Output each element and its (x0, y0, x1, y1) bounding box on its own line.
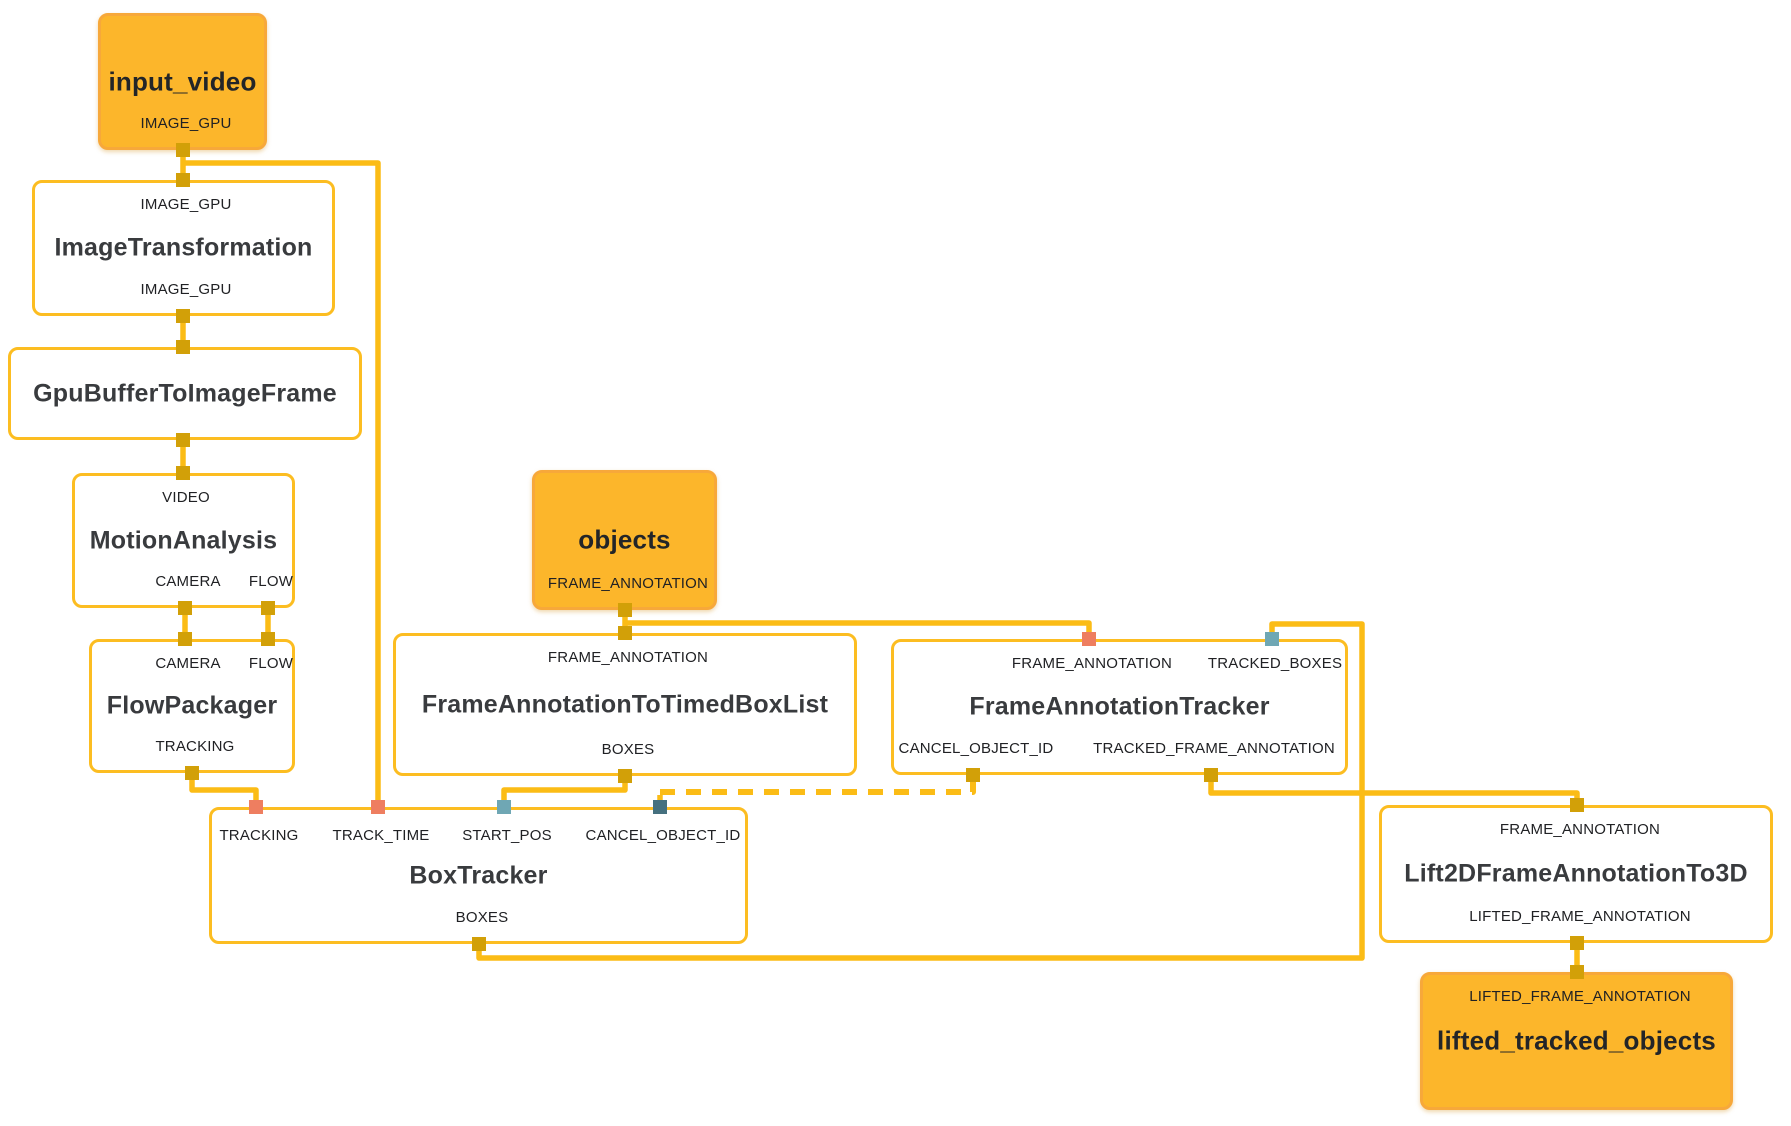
node-title: FlowPackager (106, 691, 278, 720)
port-label-lifted-frame-annotation-out: LIFTED_FRAME_ANNOTATION (1469, 908, 1691, 925)
edge-box-list-boxes-to-start-pos (501, 776, 628, 807)
port-label-tracking-out: TRACKING (155, 738, 235, 755)
node-title: objects (578, 524, 671, 555)
node-title: MotionAnalysis (89, 526, 278, 554)
node-title: input_video (108, 66, 257, 96)
port-label-camera-in: CAMERA (155, 655, 221, 672)
port-label-cancel-object-id-in: CANCEL_OBJECT_ID (585, 827, 741, 844)
edge-flow-packager-tracking (189, 773, 259, 807)
port-label-track-time-in: TRACK_TIME (332, 827, 430, 844)
node-gpu-buffer-to-image-frame[interactable]: GpuBufferToImageFrame (8, 347, 362, 440)
edge-cancel-object-id-dashed (657, 778, 976, 806)
port-label-flow-out: FLOW (248, 573, 294, 590)
node-title: FrameAnnotationToTimedBoxList (421, 690, 829, 718)
port-label-image-gpu-in: IMAGE_GPU (140, 196, 232, 213)
node-frame-annotation-to-timed-box-list[interactable]: FRAME_ANNOTATION FrameAnnotationToTimedB… (393, 633, 857, 776)
port-label-boxes-out: BOXES (601, 741, 655, 758)
port-label-image-gpu-out: IMAGE_GPU (140, 281, 232, 298)
edge-tracked-frame-annotation-to-lift2d (1208, 775, 1580, 805)
port-label-frame-annotation-in: FRAME_ANNOTATION (1011, 655, 1173, 672)
node-lift-2d-frame-annotation-to-3d[interactable]: FRAME_ANNOTATION Lift2DFrameAnnotationTo… (1379, 805, 1773, 943)
node-title: Lift2DFrameAnnotationTo3D (1404, 859, 1748, 888)
node-objects[interactable]: objects FRAME_ANNOTATION (532, 470, 717, 610)
port-label-tracked-frame-annotation-out: TRACKED_FRAME_ANNOTATION (1093, 740, 1335, 757)
node-motion-analysis[interactable]: VIDEO MotionAnalysis CAMERA FLOW (72, 473, 295, 608)
node-title: lifted_tracked_objects (1437, 1025, 1716, 1056)
port-label-frame-annotation-out: FRAME_ANNOTATION (547, 575, 709, 592)
node-flow-packager[interactable]: CAMERA FLOW FlowPackager TRACKING (89, 639, 295, 773)
node-input-video[interactable]: input_video IMAGE_GPU (98, 13, 267, 150)
port-label-image-gpu: IMAGE_GPU (140, 115, 232, 132)
node-box-tracker[interactable]: TRACKING TRACK_TIME START_POS CANCEL_OBJ… (209, 807, 748, 944)
port-label-video: VIDEO (162, 489, 210, 506)
node-frame-annotation-tracker[interactable]: FRAME_ANNOTATION TRACKED_BOXES FrameAnno… (891, 639, 1348, 775)
node-title: FrameAnnotationTracker (969, 692, 1270, 721)
node-lifted-tracked-objects[interactable]: LIFTED_FRAME_ANNOTATION lifted_tracked_o… (1420, 972, 1733, 1110)
port-label-boxes-out: BOXES (455, 909, 509, 926)
port-label-tracked-boxes-in: TRACKED_BOXES (1207, 655, 1343, 672)
node-image-transformation[interactable]: IMAGE_GPU ImageTransformation IMAGE_GPU (32, 180, 335, 316)
node-title: BoxTracker (409, 861, 548, 889)
port-label-frame-annotation-in: FRAME_ANNOTATION (547, 649, 709, 666)
port-label-frame-annotation-in: FRAME_ANNOTATION (1499, 821, 1661, 838)
node-title: GpuBufferToImageFrame (33, 379, 337, 407)
port-label-camera-out: CAMERA (155, 573, 221, 590)
port-label-lifted-frame-annotation-in: LIFTED_FRAME_ANNOTATION (1469, 988, 1691, 1005)
node-title: ImageTransformation (54, 233, 313, 262)
port-label-tracking-in: TRACKING (219, 827, 299, 844)
port-label-flow-in: FLOW (248, 655, 294, 672)
port-label-start-pos-in: START_POS (462, 827, 552, 844)
port-label-cancel-object-id-out: CANCEL_OBJECT_ID (898, 740, 1054, 757)
